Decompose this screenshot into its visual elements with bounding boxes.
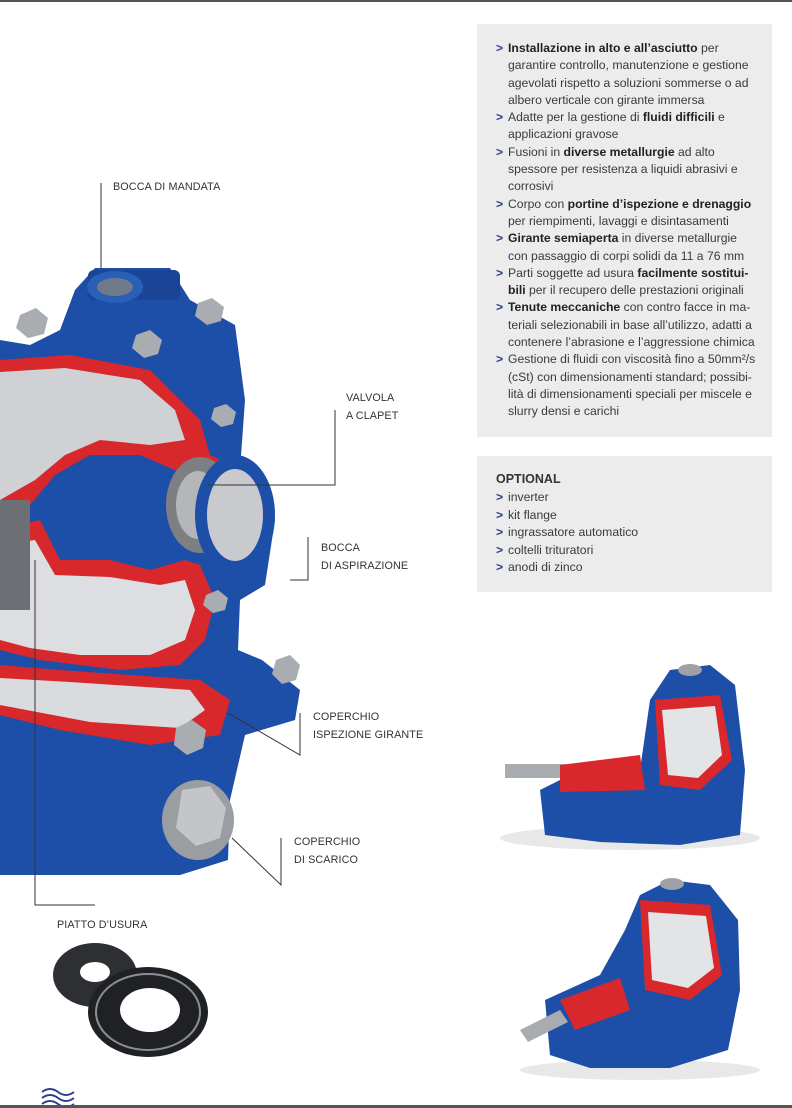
feature-highlight: Installazione in alto e all’asciutto: [508, 41, 698, 55]
optional-title: OPTIONAL: [496, 472, 561, 486]
pump-photo-2: [520, 878, 760, 1080]
features-panel: [477, 24, 772, 437]
callout-valvola-clapet: VALVOLA A CLAPET: [346, 390, 398, 425]
pump-photo-1: [500, 664, 760, 850]
feature-item: > Gestione di fluidi con viscosità fino a…: [496, 351, 758, 420]
feature-item: > Fusioni in diverse metallurgie ad alto …: [496, 144, 758, 196]
callout-leaders: [34, 183, 336, 906]
feature-text: per garantire controllo, manutenzione e …: [508, 41, 749, 107]
feature-text: in diverse metallurgie con passaggio di …: [508, 231, 745, 263]
feature-text: Gestione di fluidi con viscosità fino a …: [508, 352, 756, 419]
feature-text: Parti soggette ad usura: [508, 265, 638, 280]
features-list: > Installazione in alto e all’asciutto pe…: [496, 40, 758, 421]
callout-bocca-mandata: BOCCA DI MANDATA: [113, 179, 220, 197]
callout-label: COPERCHIO: [294, 836, 361, 848]
callout-piatto-usura: PIATTO D’USURA: [57, 917, 147, 935]
bullet-chevron-icon: >: [496, 352, 504, 367]
feature-item: > Girante semiaperta in diverse metallurg…: [496, 230, 758, 265]
bullet-chevron-icon: >: [496, 542, 504, 557]
bullet-chevron-icon: >: [496, 507, 504, 522]
callout-label: VALVOLA: [346, 392, 395, 404]
bullet-chevron-icon: >: [496, 525, 504, 539]
feature-highlight: fluidi difficili: [642, 110, 715, 125]
feature-text: con contro facce in ma-teriali seleziona…: [508, 300, 755, 350]
bullet-chevron-icon: >: [496, 560, 504, 574]
main-pump-cutaway: [0, 268, 300, 875]
feature-text: ad alto spessore per resistenza a liquid…: [508, 144, 738, 194]
optional-item-label: ingrassatore automatico: [508, 525, 639, 539]
optional-item: > anodi di zinco: [496, 559, 756, 577]
callout-label: BOCCA: [321, 542, 360, 554]
bullet-chevron-icon: >: [496, 144, 504, 159]
feature-highlight: portine d’ispezione e drenaggio: [567, 196, 752, 211]
optional-item-label: anodi di zinco: [508, 560, 583, 574]
feature-item: > Corpo con portine d’ispezione e drenagg…: [496, 196, 758, 231]
feature-text: per il recupero delle prestazioni origin…: [525, 283, 744, 298]
optional-list: > inverter > kit flange > ingrassatore automa…: [496, 489, 756, 577]
feature-text: Corpo con: [508, 196, 568, 211]
feature-highlight: Tenute meccaniche: [508, 300, 621, 315]
optional-item-label: inverter: [508, 490, 549, 504]
callout-label: BOCCA DI MANDATA: [113, 181, 221, 193]
optional-item: > coltelli trituratori: [496, 542, 756, 560]
callout-label: PIATTO D’USURA: [57, 919, 148, 931]
callout-label: ISPEZIONE GIRANTE: [313, 728, 424, 741]
callout-label: DI SCARICO: [294, 853, 358, 866]
bullet-chevron-icon: >: [496, 265, 504, 280]
feature-highlight: facilmente sostitui-bili: [508, 265, 749, 298]
feature-highlight: Girante semiaperta: [508, 231, 619, 246]
feature-item: > Tenute meccaniche con contro facce in m…: [496, 299, 758, 351]
optional-item: > kit flange: [496, 507, 756, 525]
callout-coperchio-ispezione: COPERCHIO ISPEZIONE GIRANTE: [313, 709, 423, 744]
bullet-chevron-icon: >: [496, 41, 504, 55]
wear-plate-image: [53, 943, 208, 1057]
bullet-chevron-icon: >: [496, 196, 504, 211]
callout-coperchio-scarico: COPERCHIO DI SCARICO: [294, 834, 360, 869]
bullet-chevron-icon: >: [496, 231, 504, 246]
optional-panel: [477, 456, 772, 592]
optional-item: > inverter: [496, 489, 756, 507]
feature-text: e applicazioni gravose: [508, 110, 725, 142]
callout-bocca-aspirazione: BOCCA DI ASPIRAZIONE: [321, 540, 408, 575]
optional-item: > ingrassatore automatico: [496, 524, 756, 542]
bullet-chevron-icon: >: [496, 110, 504, 125]
feature-highlight: diverse metallurgie: [563, 144, 675, 159]
feature-item: > Parti soggette ad usura facilmente sost…: [496, 265, 758, 300]
feature-item: > Adatte per la gestione di fluidi diffic…: [496, 109, 758, 144]
bullet-chevron-icon: >: [496, 490, 504, 504]
feature-item: > Installazione in alto e all’asciutto pe…: [496, 40, 758, 109]
page-top-edge: [0, 0, 792, 2]
optional-item-label: coltelli trituratori: [508, 542, 594, 557]
feature-text: per riempimenti, lavaggi e disintasament…: [508, 213, 729, 228]
callout-label: A CLAPET: [346, 409, 399, 422]
feature-text: Adatte per la gestione di: [508, 110, 643, 125]
feature-text: Fusioni in: [508, 144, 564, 159]
page-bottom-edge: [0, 1105, 792, 1108]
bullet-chevron-icon: >: [496, 300, 504, 315]
callout-label: COPERCHIO: [313, 711, 380, 723]
optional-item-label: kit flange: [508, 507, 557, 522]
callout-label: DI ASPIRAZIONE: [321, 559, 409, 572]
